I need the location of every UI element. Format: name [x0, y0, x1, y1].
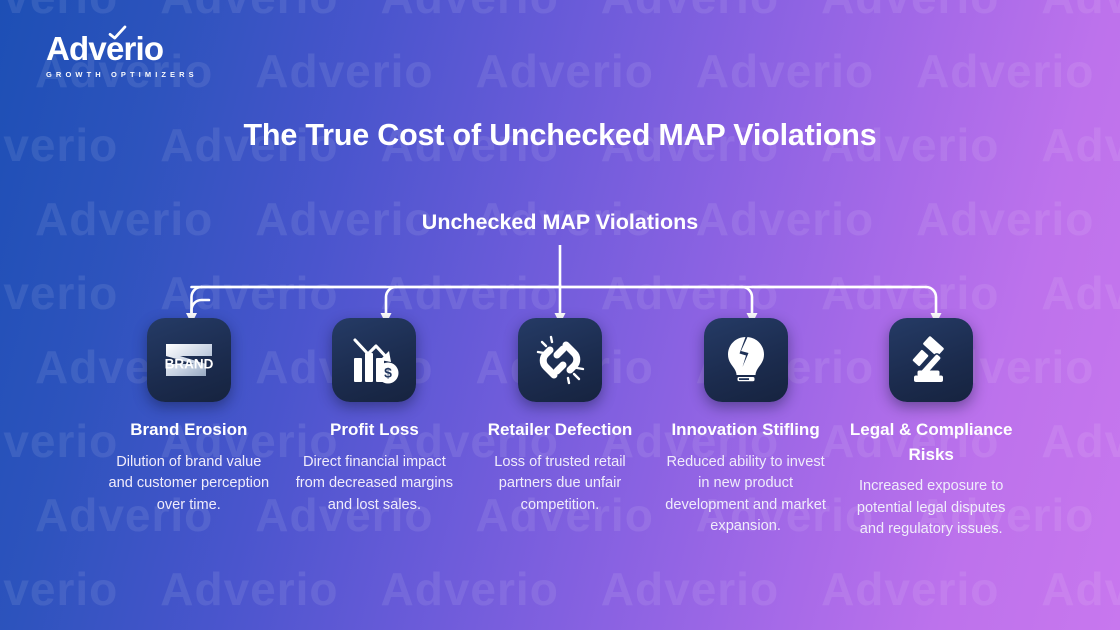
branch-item-profit-loss: $ Profit Loss Direct financial impact fr… — [282, 318, 468, 516]
watermark-text: Adverio — [380, 563, 559, 615]
tree-connectors — [186, 245, 942, 324]
watermark-text: Adverio — [160, 563, 339, 615]
branch-title: Legal & Compliance Risks — [849, 420, 1013, 464]
watermark-row: Adverio Adverio Adverio Adverio Adverio Adver… — [0, 552, 1120, 626]
branch-columns: BRAND Brand Erosion Dilution of brand va… — [96, 318, 1024, 541]
watermark-text: Adverio — [695, 45, 875, 97]
watermark-text: Adverio — [821, 0, 999, 23]
watermark-text: Adverio — [0, 0, 118, 23]
branch-item-retailer-defection: Retailer Defection Loss of trusted retai… — [467, 318, 653, 516]
broken-chain-link-icon — [517, 318, 602, 402]
brand-logo-tagline: GROWTH OPTIMIZERS — [46, 70, 198, 79]
watermark-text: Adverio — [1041, 415, 1120, 467]
branch-description: Increased exposure to potential legal di… — [856, 478, 1006, 538]
branch-title: Retailer Defection — [487, 420, 633, 439]
branch-item-brand-erosion: BRAND Brand Erosion Dilution of brand va… — [96, 318, 282, 516]
watermark-text: Adverio — [475, 45, 654, 97]
watermark-text: Adverio — [821, 563, 1000, 615]
diagram-root-label: Unchecked MAP Violations — [421, 210, 699, 234]
brand-logo: Adverio GROWTH OPTIMIZERS — [46, 25, 266, 79]
branch-item-innovation-stifling: Innovation Stifling Reduced ability to i… — [653, 318, 839, 537]
watermark-text: Adverio — [1041, 563, 1120, 615]
svg-text:$: $ — [384, 365, 392, 381]
cracked-lightbulb-icon — [703, 318, 788, 402]
branch-title: Profit Loss — [329, 420, 419, 439]
watermark-text: Adverio — [601, 0, 779, 23]
branch-description: Dilution of brand value and customer per… — [108, 453, 270, 513]
brand-tag-cracked-icon: BRAND — [146, 318, 231, 402]
branch-description: Direct financial impact from decreased m… — [295, 453, 454, 513]
watermark-text: Adverio — [916, 45, 1095, 97]
brand-logo-wordmark: Adverio — [46, 25, 164, 65]
branch-description: Loss of trusted retail partners due unfa… — [494, 453, 626, 513]
watermark-row: Adverio Adverio Adverio Adverio Adverio Adver… — [0, 0, 1120, 34]
brand-icon-text: BRAND — [164, 357, 213, 372]
watermark-text: Adverio — [0, 563, 119, 615]
branch-description: Reduced ability to invest in new product… — [665, 453, 826, 534]
logo-check-accent-icon — [108, 25, 127, 40]
gavel-icon — [889, 318, 974, 402]
declining-bar-chart-dollar-icon: $ — [332, 318, 417, 402]
watermark-text: Adverio — [160, 0, 338, 23]
page-title: The True Cost of Unchecked MAP Violation… — [243, 118, 877, 152]
branch-item-legal-compliance-risks: Legal & Compliance Risks Increased expos… — [838, 318, 1024, 541]
branch-title: Innovation Stifling — [671, 420, 820, 439]
watermark-text: Adverio — [600, 563, 780, 615]
watermark-text: Adverio — [1041, 0, 1120, 23]
watermark-text: Adverio — [255, 45, 434, 97]
watermark-text: Adverio — [381, 0, 559, 23]
branch-title: Brand Erosion — [130, 420, 248, 439]
